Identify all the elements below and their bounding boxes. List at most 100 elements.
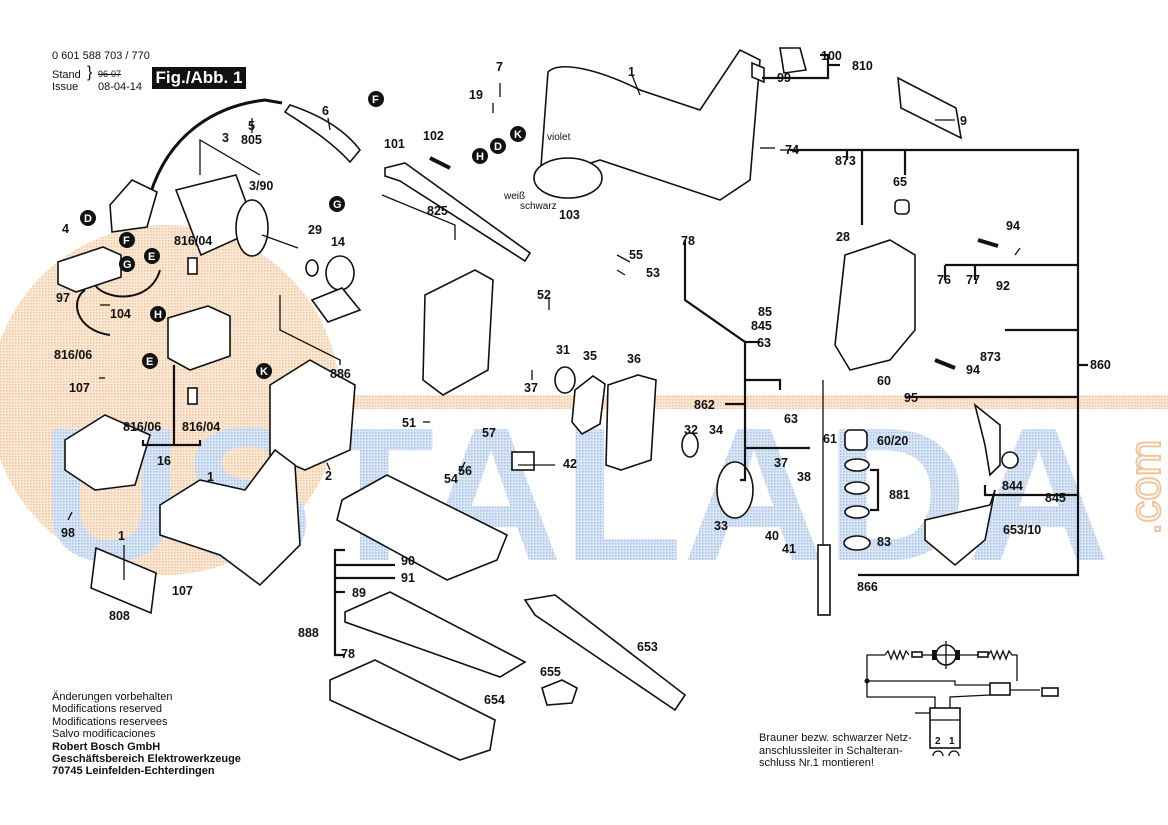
part-label[interactable]: 655 — [540, 665, 561, 679]
part-label[interactable]: 37 — [774, 456, 788, 470]
part-label[interactable]: 653 — [637, 640, 658, 654]
part-label[interactable]: 53 — [646, 266, 660, 280]
part-label[interactable]: 35 — [583, 349, 597, 363]
part-label[interactable]: 36 — [627, 352, 641, 366]
part-label[interactable]: 74 — [785, 143, 799, 157]
part-label[interactable]: 65 — [893, 175, 907, 189]
part-label[interactable]: 3/90 — [249, 179, 273, 193]
part-label[interactable]: 19 — [469, 88, 483, 102]
part-label[interactable]: 85 — [758, 305, 772, 319]
part-label[interactable]: 94 — [966, 363, 980, 377]
part-label[interactable]: 816/06 — [123, 420, 161, 434]
part-label[interactable]: 52 — [537, 288, 551, 302]
part-label[interactable]: 862 — [694, 398, 715, 412]
part-label[interactable]: 91 — [401, 571, 415, 585]
company-name: Robert Bosch GmbH — [52, 740, 161, 753]
part-label[interactable]: 805 — [241, 133, 262, 147]
part-label[interactable]: 89 — [352, 586, 366, 600]
part-label[interactable]: 63 — [757, 336, 771, 350]
document-number: 0 601 588 703 / 770 — [52, 50, 150, 62]
svg-text:K: K — [260, 366, 268, 378]
part-label[interactable]: 33 — [714, 519, 728, 533]
part-label[interactable]: 60 — [877, 374, 891, 388]
part-label[interactable]: 1 — [628, 65, 635, 79]
part-label[interactable]: 5 — [248, 119, 255, 133]
part-label[interactable]: 34 — [709, 423, 723, 437]
part-label[interactable]: 104 — [110, 307, 131, 321]
part-label[interactable]: 873 — [980, 350, 1001, 364]
part-label[interactable]: 51 — [402, 416, 416, 430]
ball-bearing — [325, 255, 355, 291]
part-label[interactable]: 14 — [331, 235, 345, 249]
part-label[interactable]: 78 — [681, 234, 695, 248]
part-label[interactable]: 810 — [852, 59, 873, 73]
screw-94b — [934, 358, 956, 370]
part-label[interactable]: 808 — [109, 609, 130, 623]
switch-symbol — [929, 707, 961, 749]
part-label[interactable]: 816/04 — [182, 420, 220, 434]
part-label[interactable]: 653/10 — [1003, 523, 1041, 537]
part-label[interactable]: 60/20 — [877, 434, 908, 448]
part-label[interactable]: 61 — [823, 432, 837, 446]
part-label[interactable]: 98 — [61, 526, 75, 540]
connector-terminal — [1041, 687, 1059, 697]
part-label[interactable]: 55 — [629, 248, 643, 262]
part-label[interactable]: 7 — [496, 60, 503, 74]
part-label[interactable]: 63 — [784, 412, 798, 426]
part-label[interactable]: 99 — [777, 71, 791, 85]
part-label[interactable]: 102 — [423, 129, 444, 143]
part-label[interactable]: 6 — [322, 104, 329, 118]
part-label[interactable]: 100 — [821, 49, 842, 63]
part-label[interactable]: 32 — [684, 423, 698, 437]
part-label[interactable]: 94 — [1006, 219, 1020, 233]
part-label[interactable]: 9 — [960, 114, 967, 128]
part-label[interactable]: 881 — [889, 488, 910, 502]
part-label[interactable]: 16 — [157, 454, 171, 468]
part-label[interactable]: 845 — [751, 319, 772, 333]
part-label[interactable]: 40 — [765, 529, 779, 543]
part-label[interactable]: 845 — [1045, 491, 1066, 505]
part-label[interactable]: 1 — [118, 529, 125, 543]
part-label[interactable]: 78 — [341, 647, 355, 661]
part-label[interactable]: 886 — [330, 367, 351, 381]
part-label[interactable]: 873 — [835, 154, 856, 168]
housing-half-left — [159, 448, 301, 587]
part-label[interactable]: 816/04 — [174, 234, 212, 248]
part-label[interactable]: 654 — [484, 693, 505, 707]
part-label[interactable]: 76 — [937, 273, 951, 287]
part-label[interactable]: 92 — [996, 279, 1010, 293]
part-label[interactable]: 31 — [556, 343, 570, 357]
part-label[interactable]: 41 — [782, 542, 796, 556]
part-label[interactable]: 38 — [797, 470, 811, 484]
part-label[interactable]: 4 — [62, 222, 69, 236]
part-label[interactable]: 107 — [69, 381, 90, 395]
part-label[interactable]: 816/06 — [54, 348, 92, 362]
part-label[interactable]: 57 — [482, 426, 496, 440]
part-label[interactable]: 3 — [222, 131, 229, 145]
terminal-1: 1 — [949, 736, 955, 747]
part-label[interactable]: 29 — [308, 223, 322, 237]
part-label[interactable]: 103 — [559, 208, 580, 222]
part-label[interactable]: 97 — [56, 291, 70, 305]
part-label[interactable]: 56 — [458, 464, 472, 478]
part-label[interactable]: 860 — [1090, 358, 1111, 372]
part-label[interactable]: 90 — [401, 554, 415, 568]
part-label[interactable]: 1 — [207, 470, 214, 484]
part-label[interactable]: 866 — [857, 580, 878, 594]
part-label[interactable]: 37 — [524, 381, 538, 395]
part-label[interactable]: 42 — [563, 457, 577, 471]
part-label[interactable]: 107 — [172, 584, 193, 598]
part-label[interactable]: 54 — [444, 472, 458, 486]
part-label[interactable]: 95 — [904, 391, 918, 405]
part-label[interactable]: 825 — [427, 204, 448, 218]
part-label[interactable]: 101 — [384, 137, 405, 151]
issue-label: Issue — [52, 81, 79, 93]
part-label[interactable]: 844 — [1002, 479, 1023, 493]
svg-text:D: D — [494, 141, 502, 153]
part-label[interactable]: 77 — [966, 273, 980, 287]
part-label[interactable]: 28 — [836, 230, 850, 244]
part-label[interactable]: 2 — [325, 469, 332, 483]
part-label[interactable]: 83 — [877, 535, 891, 549]
power-cord — [148, 98, 283, 196]
part-label[interactable]: 888 — [298, 626, 319, 640]
